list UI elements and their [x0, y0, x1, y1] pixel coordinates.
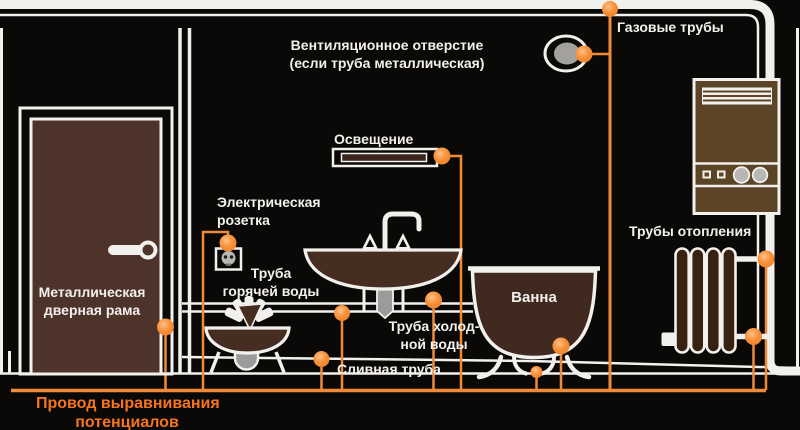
label-bathtub: Ванна: [511, 289, 557, 306]
label-gas-pipes: Газовые трубы: [617, 19, 724, 35]
bonding-dot: [530, 366, 543, 378]
label-drain: Сливная труба: [337, 361, 441, 377]
faucet-icon: [382, 211, 422, 254]
radiator-icon: [661, 247, 770, 354]
boiler-knob-icon: [732, 166, 751, 184]
light-fixture-icon: [331, 147, 439, 168]
wall-lines: [0, 28, 799, 374]
toilet-icon: [204, 296, 291, 374]
label-cold-water: Труба холод- ной воды: [388, 318, 480, 352]
label-ventilation: Вентиляционное отверстие (если труба мет…: [289, 37, 485, 71]
boiler-icon: [692, 78, 781, 215]
bonding-dot: [219, 234, 237, 252]
bonding-dot: [433, 147, 451, 165]
bathtub-icon: [468, 266, 600, 380]
wall-pipes: [178, 28, 192, 373]
bonding-dot: [757, 250, 775, 268]
bonding-dot: [745, 328, 762, 345]
bonding-dot: [157, 318, 174, 336]
sink-icon: [303, 211, 463, 320]
boiler-knob-icon: [751, 166, 769, 184]
label-socket: Электрическая розетка: [217, 194, 321, 228]
bonding-dot: [425, 291, 442, 309]
bonding-wires: [11, 9, 768, 393]
bonding-dots: [157, 1, 775, 378]
label-lighting: Освещение: [334, 131, 414, 147]
label-hot-water: Труба горячей воды: [222, 265, 320, 299]
bonding-dot: [313, 351, 330, 367]
door-icon: [18, 106, 174, 376]
bonding-dot: [602, 1, 618, 17]
bonding-dot: [575, 45, 593, 63]
door-handle-icon: [108, 240, 158, 260]
label-door: Металлическая дверная рама: [38, 284, 146, 318]
drain-pipe: [181, 355, 799, 370]
label-heating: Трубы отопления: [629, 223, 752, 239]
bonding-dot: [334, 305, 350, 321]
socket-icon: [214, 247, 243, 271]
label-bonding-wire: Провод выравнивания потенциалов: [36, 395, 220, 430]
bonding-dot: [552, 337, 570, 355]
